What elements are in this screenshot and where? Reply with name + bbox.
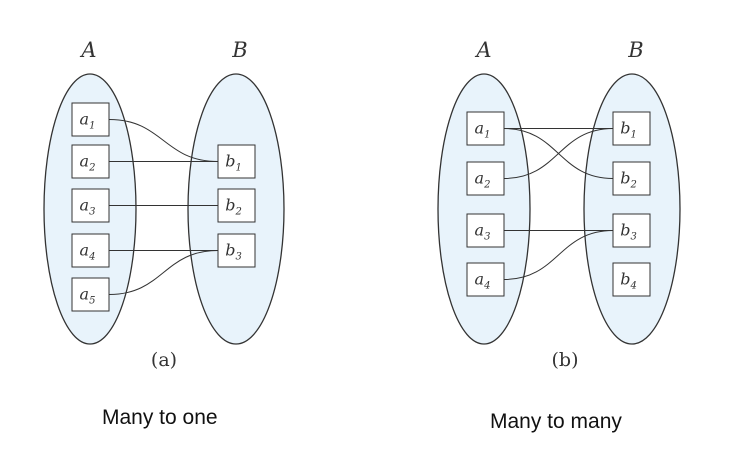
mapping-line-a5-b3 — [108, 250, 219, 295]
set-b-label: B — [231, 38, 247, 62]
element-a4: a4 — [466, 262, 505, 297]
element-b2: b2 — [612, 161, 651, 196]
element-box-a3 — [466, 213, 505, 248]
set-b-label: B — [627, 38, 643, 62]
element-box-a5 — [71, 277, 110, 312]
caption-many-to-one: Many to one — [102, 406, 218, 429]
element-b3: b3 — [217, 233, 256, 268]
element-box-b3 — [217, 233, 256, 268]
element-box-a3 — [71, 188, 110, 223]
element-a1: a1 — [71, 102, 110, 137]
element-b1: b1 — [217, 144, 256, 179]
element-b3: b3 — [612, 213, 651, 248]
many-to-many-diagram: A Ba1 a2 a3 a4 b1 b2 b3 b4 (b) — [437, 38, 681, 371]
element-a2: a2 — [71, 144, 110, 179]
many-to-one-diagram: A Ba1 a2 a3 a4 a5 b1 b2 b3 (a) — [43, 38, 285, 371]
set-b-ellipse — [583, 73, 681, 345]
element-box-b1 — [612, 111, 651, 146]
mapping-lines — [503, 128, 614, 280]
set-a-label: A — [474, 38, 491, 62]
element-b1: b1 — [612, 111, 651, 146]
mapping-line-a4-b3 — [503, 230, 614, 280]
element-box-b3 — [612, 213, 651, 248]
element-box-b1 — [217, 144, 256, 179]
mapping-lines — [108, 119, 219, 295]
element-a5: a5 — [71, 277, 110, 312]
mapping-line-a2-b1 — [503, 128, 614, 179]
element-box-a2 — [71, 144, 110, 179]
set-a-ellipse — [437, 73, 531, 345]
element-a1: a1 — [466, 111, 505, 146]
element-box-a2 — [466, 161, 505, 196]
mapping-line-a1-b1 — [108, 119, 219, 162]
element-box-b2 — [612, 161, 651, 196]
element-a3: a3 — [466, 213, 505, 248]
set-a-label: A — [79, 38, 96, 62]
element-box-b4 — [612, 262, 651, 297]
element-box-b2 — [217, 188, 256, 223]
element-box-a4 — [71, 233, 110, 268]
panel-label: (b) — [552, 349, 579, 371]
caption-many-to-many: Many to many — [490, 410, 622, 433]
element-b4: b4 — [612, 262, 651, 297]
panel-label: (a) — [151, 349, 177, 371]
element-box-a4 — [466, 262, 505, 297]
element-a3: a3 — [71, 188, 110, 223]
element-a2: a2 — [466, 161, 505, 196]
element-b2: b2 — [217, 188, 256, 223]
element-box-a1 — [466, 111, 505, 146]
element-box-a1 — [71, 102, 110, 137]
element-a4: a4 — [71, 233, 110, 268]
